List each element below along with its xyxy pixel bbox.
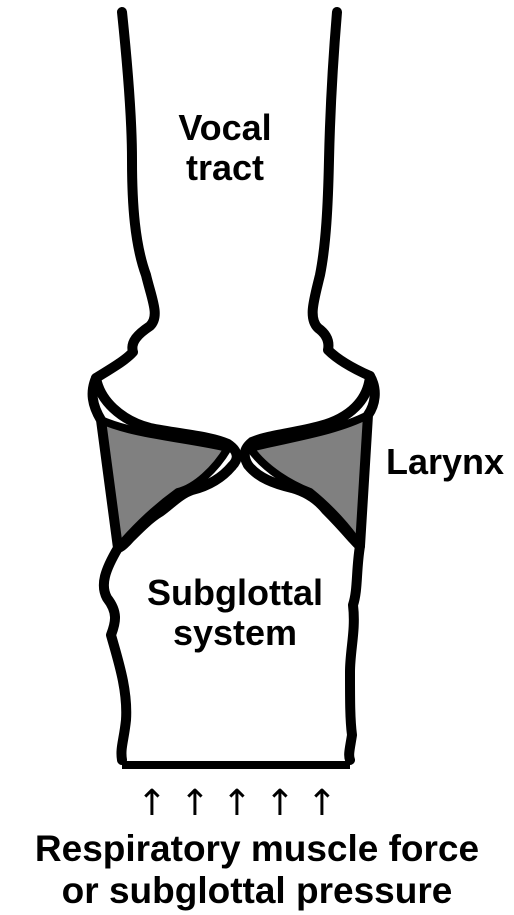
vocal-tract-label: Vocal tract xyxy=(150,108,300,189)
respiratory-force-label: Respiratory muscle force or subglottal p… xyxy=(0,828,514,912)
force-arrow: ↑ xyxy=(180,783,210,824)
force-arrow: ↑ xyxy=(222,783,252,824)
force-arrow: ↑ xyxy=(137,783,167,824)
subglottal-system-label: Subglottal system xyxy=(120,573,350,654)
force-arrow: ↑ xyxy=(265,783,295,824)
larynx-label: Larynx xyxy=(386,442,504,482)
force-arrow: ↑ xyxy=(307,783,337,824)
force-arrows: ↑ ↑ ↑ ↑ ↑ xyxy=(137,783,337,824)
